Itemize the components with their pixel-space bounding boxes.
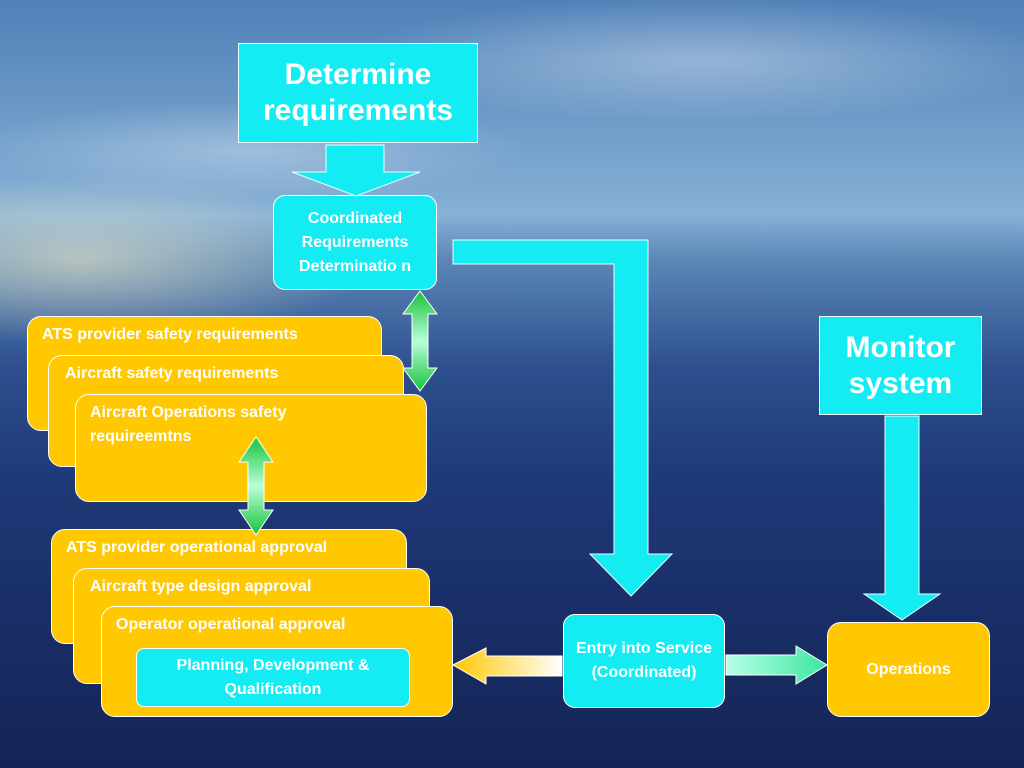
operations-box: Operations [827,622,990,717]
planning-development-box: Planning, Development & Qualification [136,648,410,707]
double-arrow-safety-approvals [238,436,274,536]
aircraft-operations-safety-label: Aircraft Operations safety requireemtns [90,404,287,445]
determine-requirements-box: Determine requirements [238,43,478,143]
monitor-system-label: Monitor system [845,330,956,400]
double-arrow-coordinated-safety [402,290,438,392]
operations-label: Operations [866,660,951,678]
arrow-monitor-to-operations [862,415,942,621]
coordinated-requirements-label: Coordinated Requirements Determinatio n [298,209,411,275]
arrow-coordinated-to-entry [452,239,674,597]
entry-into-service-box: Entry into Service (Coordinated) [563,614,725,708]
aircraft-safety-requirements-label: Aircraft safety requirements [65,365,279,382]
ats-operational-approval-label: ATS provider operational approval [66,539,328,556]
aircraft-type-design-approval-label: Aircraft type design approval [90,578,312,595]
monitor-system-box: Monitor system [819,316,982,415]
operator-operational-approval-label: Operator operational approval [116,616,346,633]
determine-requirements-label: Determine requirements [262,58,454,127]
arrow-determine-to-coordinated [291,144,421,197]
entry-into-service-label: Entry into Service (Coordinated) [575,640,713,681]
ats-safety-requirements-label: ATS provider safety requirements [42,326,298,343]
arrow-entry-to-approvals [451,647,563,685]
planning-development-label: Planning, Development & Qualification [176,656,370,698]
arrow-entry-to-operations [725,645,828,685]
